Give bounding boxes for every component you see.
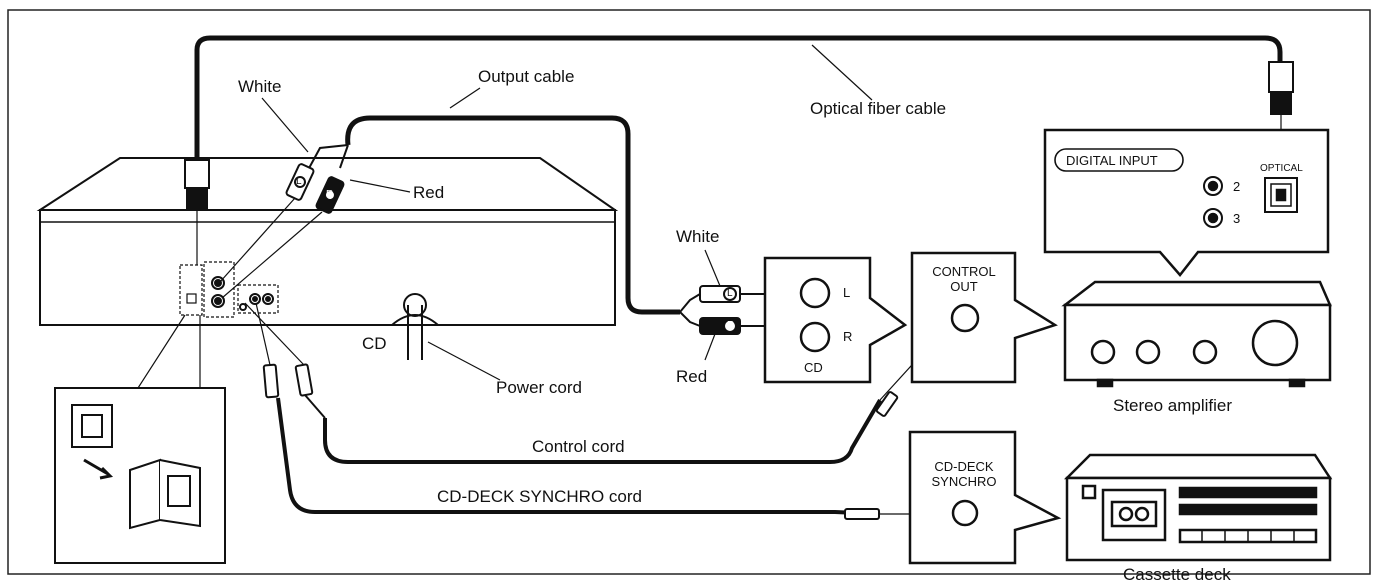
- red-mid-leader: [704, 333, 716, 361]
- label-output-cable: Output cable: [478, 67, 575, 86]
- label-stereo-amplifier: Stereo amplifier: [1113, 396, 1233, 415]
- control-out-label-1: CONTROL: [932, 264, 996, 279]
- optical-cap-inset: [54, 314, 226, 564]
- label-synchro-cord: CD-DECK SYNCHRO cord: [437, 487, 642, 506]
- label-red-top: Red: [413, 183, 445, 202]
- plug-mark-r-mid: R: [727, 320, 735, 331]
- label-red-mid: Red: [676, 367, 708, 386]
- diagram-frame: [7, 9, 1371, 575]
- red-top-leader: [349, 179, 411, 193]
- power-cord: [407, 305, 423, 360]
- label-power-cord: Power cord: [496, 378, 582, 397]
- rca-plug-red-mid: [699, 317, 741, 335]
- synchro-cord: [276, 397, 881, 516]
- control-cord-plug: [294, 363, 899, 417]
- optical-cable-leader: [811, 44, 873, 101]
- power-cord-leader: [427, 341, 501, 381]
- jack-r-label: R: [843, 329, 853, 344]
- label-white-top: White: [238, 77, 282, 96]
- plug-mark-l-mid: L: [727, 288, 733, 299]
- rca-plug-red-cd: [315, 176, 345, 214]
- label-cassette-deck: Cassette deck: [1123, 565, 1231, 584]
- synchro-cord-plug: [262, 363, 880, 520]
- label-optical-fiber-cable: Optical fiber cable: [810, 99, 947, 118]
- label-cd: CD: [362, 334, 387, 353]
- label-control-cord: Control cord: [532, 437, 625, 456]
- output-cable: [345, 115, 680, 315]
- plug-mark-r-cd: R: [326, 189, 334, 200]
- rca-plug-white-mid: [699, 285, 741, 303]
- cd-panel-label: CD: [804, 360, 823, 375]
- control-out-panel: [910, 251, 1058, 384]
- input-2-label: 2: [1233, 179, 1241, 194]
- white-top-leader: [261, 97, 309, 153]
- cd-jack-panel: [763, 256, 908, 384]
- synchro-panel: [908, 430, 1062, 565]
- cd-player: [36, 157, 619, 326]
- optical-label: OPTICAL: [1260, 163, 1303, 174]
- label-white-mid: White: [676, 227, 720, 246]
- control-out-label-2: OUT: [950, 279, 978, 294]
- optical-plug-cd: [184, 159, 210, 265]
- white-mid-leader: [704, 249, 721, 287]
- digital-input-label: DIGITAL INPUT: [1066, 153, 1158, 168]
- jack-l-label: L: [843, 285, 851, 300]
- synchro-label-2: SYNCHRO: [931, 474, 997, 489]
- cassette-deck: [1063, 453, 1333, 562]
- rca-plug-white-cd: [285, 163, 315, 201]
- control-cord: [323, 398, 882, 464]
- synchro-label-1: CD-DECK: [934, 459, 994, 474]
- input-3-label: 3: [1233, 211, 1241, 226]
- optical-plug-amp: [1268, 61, 1294, 180]
- digital-input-panel: [1043, 128, 1330, 277]
- optical-fiber-cable: [194, 35, 1283, 160]
- plug-mark-l-cd: L: [296, 176, 302, 187]
- stereo-amplifier: [1061, 280, 1332, 388]
- output-cable-leader: [449, 87, 481, 109]
